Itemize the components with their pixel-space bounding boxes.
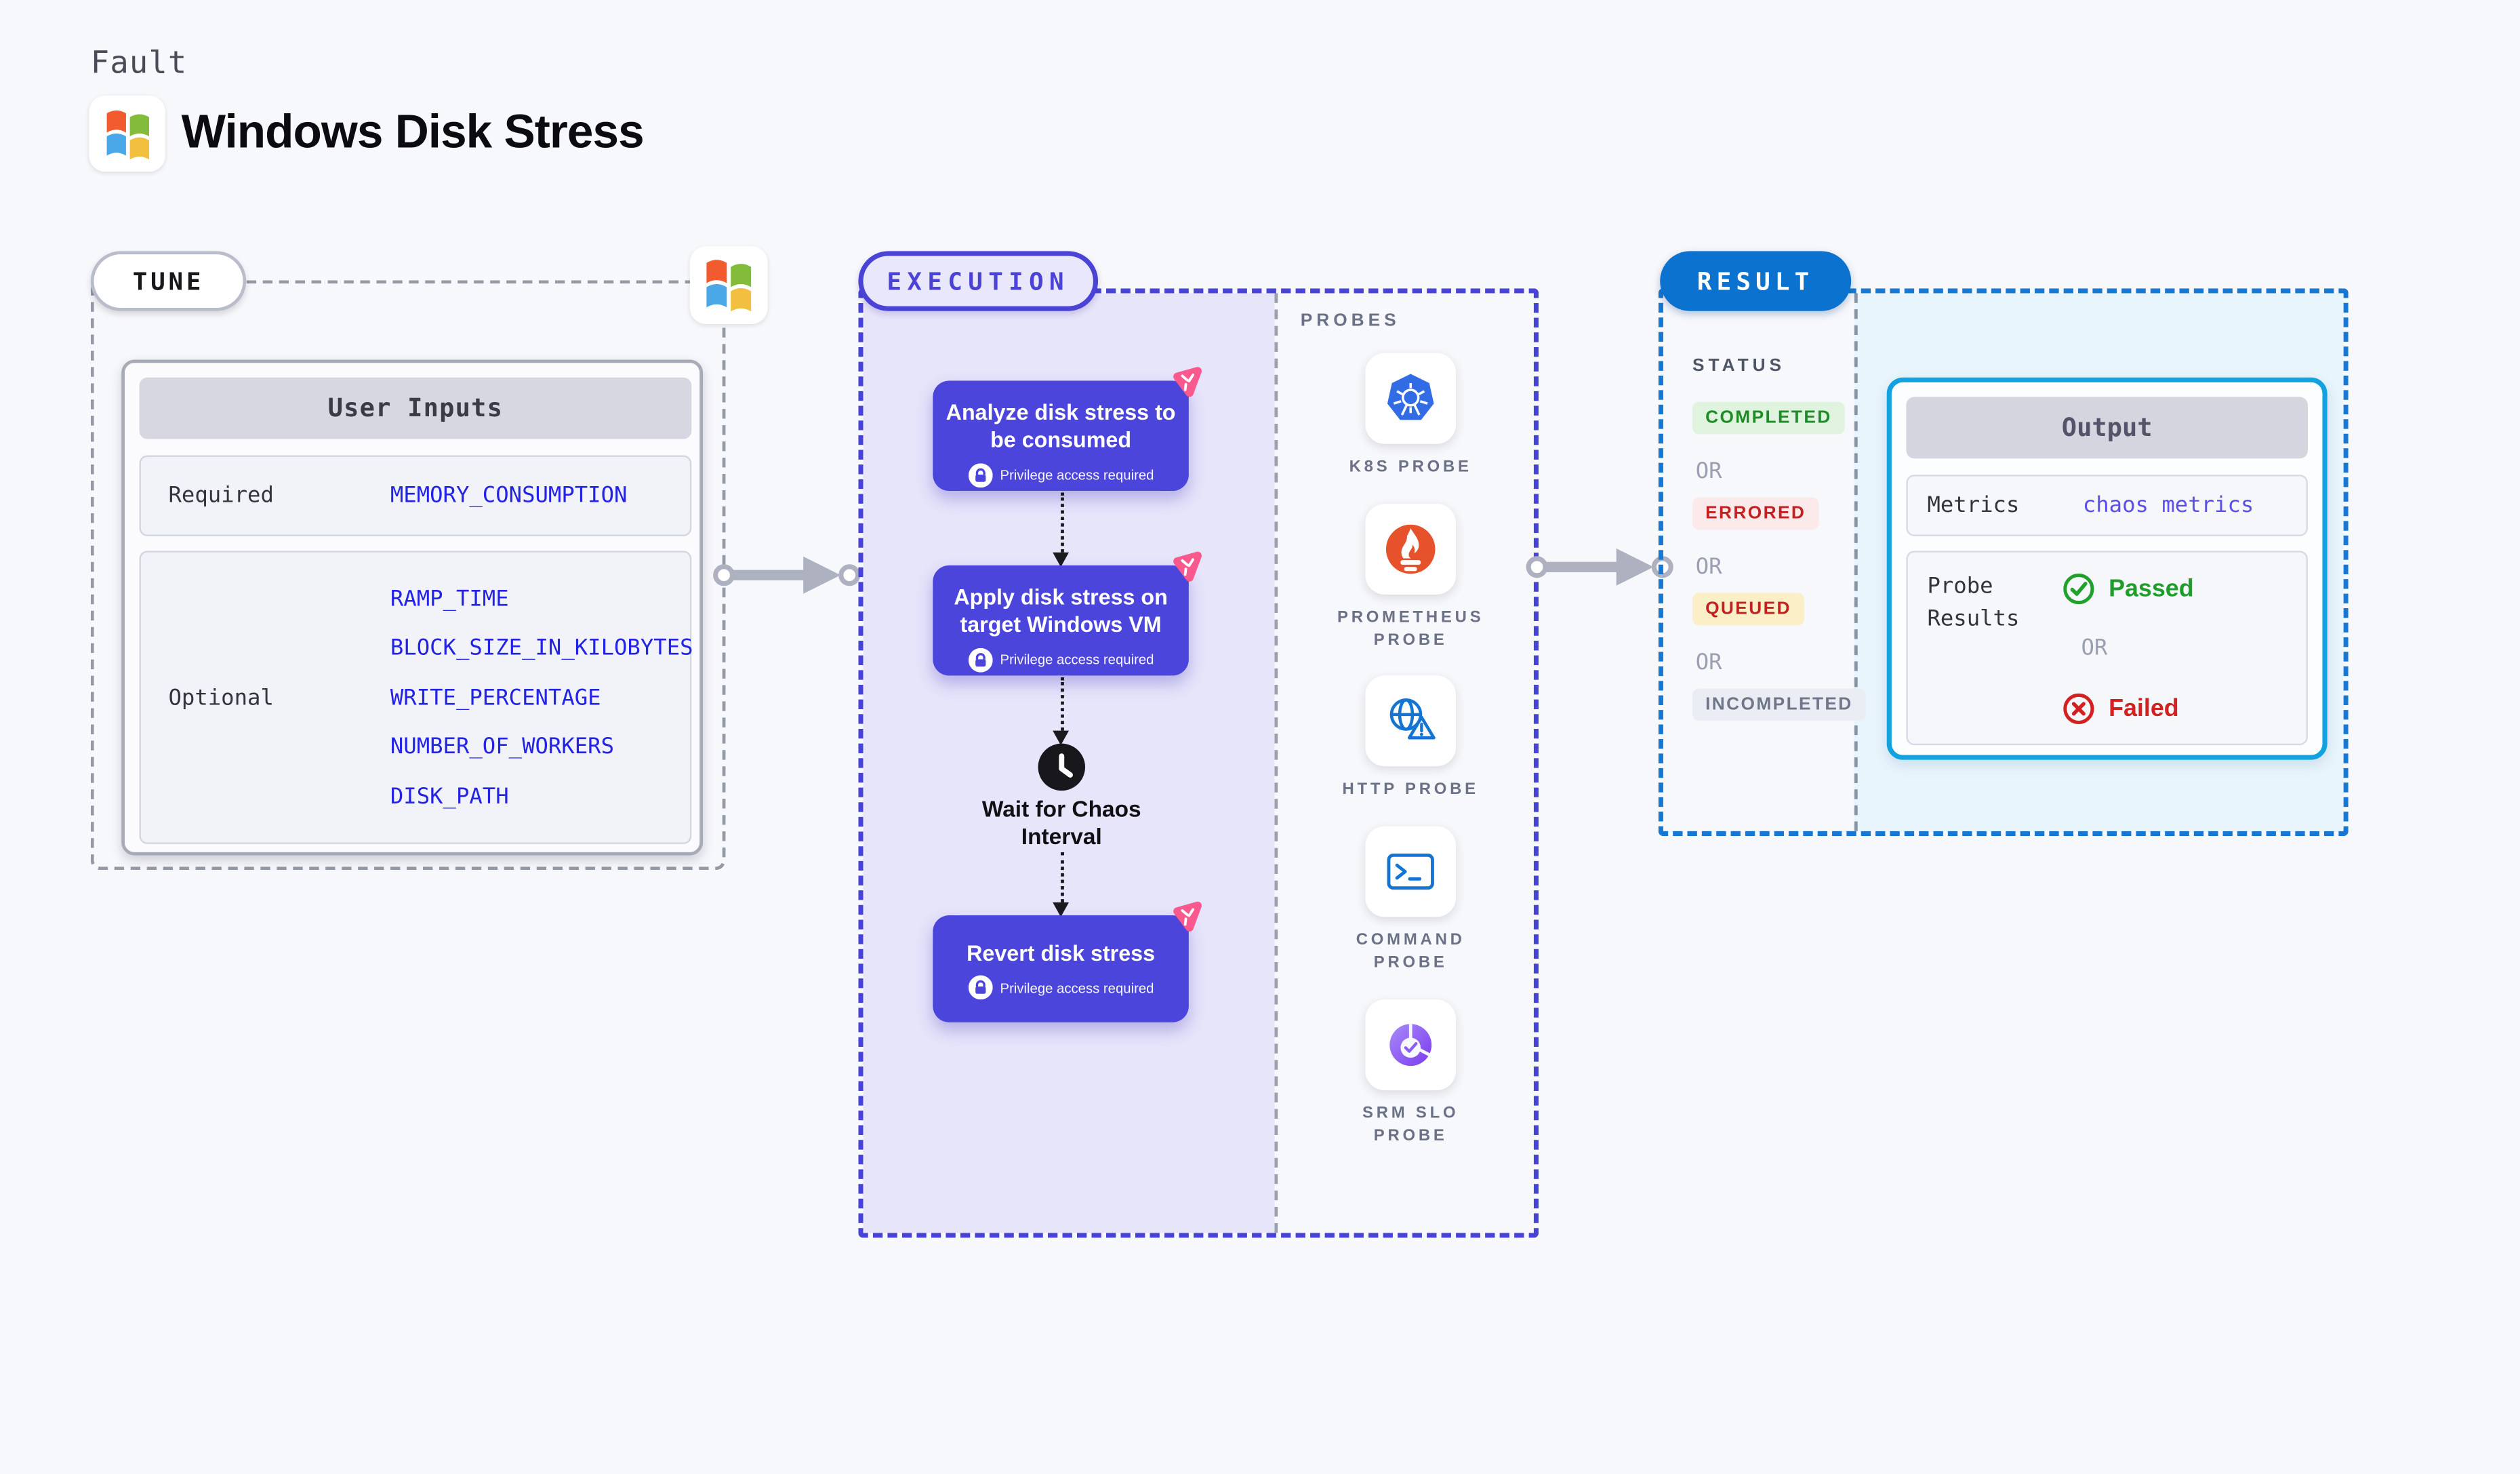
lock-icon: [968, 462, 992, 487]
execution-section: Analyze disk stress to be consumed Privi…: [858, 288, 1539, 1238]
probe-results-label: Probe Results: [1927, 573, 2020, 631]
arrowhead-down-icon: [1053, 552, 1070, 567]
probe-item-srm-slo: [1365, 999, 1457, 1091]
fault-kind-label: Fault: [90, 45, 188, 81]
probe-item-k8s: [1365, 353, 1457, 444]
passed-result: Passed: [2062, 572, 2194, 605]
step-node-analyze: Analyze disk stress to be consumed Privi…: [933, 381, 1189, 492]
http-globe-warning-icon: [1381, 692, 1440, 750]
or-label: OR: [1695, 554, 1722, 580]
probe-results-row: Probe Results Passed OR Failed: [1906, 551, 2308, 746]
windows-logo-icon: [689, 246, 768, 324]
prometheus-icon: [1381, 520, 1440, 578]
probe-item-http: [1365, 675, 1457, 767]
step-title: Revert disk stress: [967, 941, 1156, 966]
arrowhead-down-icon: [1053, 902, 1070, 917]
arrowhead-down-icon: [1053, 730, 1070, 746]
probe-label: HTTP PROBE: [1342, 780, 1479, 799]
kubernetes-icon: [1381, 370, 1440, 428]
status-badge-completed: COMPLETED: [1692, 401, 1845, 435]
passed-label: Passed: [2109, 575, 2194, 603]
status-badge-incompleted: INCOMPLETED: [1692, 688, 1866, 721]
step-title: Analyze disk stress to be consumed: [946, 400, 1176, 453]
param-write-percentage: WRITE_PERCENTAGE: [390, 684, 601, 711]
chaos-pinwheel-icon: [1168, 898, 1206, 936]
required-label: Required: [168, 483, 274, 509]
x-circle-icon: [2062, 692, 2096, 725]
required-inputs-row: Required MEMORY_CONSUMPTION: [139, 455, 692, 536]
result-section: STATUS COMPLETED OR ERRORED OR QUEUED OR…: [1658, 288, 2349, 836]
probe-item-prometheus: [1365, 504, 1457, 595]
privilege-label: Privilege access required: [1000, 466, 1154, 483]
user-inputs-header: User Inputs: [139, 377, 692, 439]
lock-icon: [968, 976, 992, 1000]
param-number-of-workers: NUMBER_OF_WORKERS: [390, 734, 615, 760]
page-title: Windows Disk Stress: [181, 106, 645, 159]
flow-connector: [1059, 677, 1063, 731]
flow-connector: [1059, 852, 1063, 902]
probe-label: K8S PROBE: [1349, 458, 1472, 477]
status-badge-queued: QUEUED: [1692, 593, 1805, 626]
windows-logo-icon: [89, 95, 165, 172]
probes-header: PROBES: [1300, 311, 1400, 331]
param-block-size-in-kilobytes: BLOCK_SIZE_IN_KILOBYTES: [390, 635, 693, 661]
privilege-label: Privilege access required: [1000, 651, 1154, 668]
output-header: Output: [1906, 397, 2308, 459]
privilege-label: Privilege access required: [1000, 980, 1154, 996]
chaos-pinwheel-icon: [1168, 548, 1206, 586]
chaos-pinwheel-icon: [1168, 363, 1206, 401]
step-node-revert: Revert disk stress Privilege access requ…: [933, 915, 1189, 1022]
metrics-label: Metrics: [1927, 492, 2020, 519]
param-ramp-time: RAMP_TIME: [390, 585, 509, 612]
result-divider: [1854, 293, 1858, 831]
or-label: OR: [2081, 635, 2108, 661]
terminal-icon: [1381, 843, 1440, 901]
status-badge-errored: ERRORED: [1692, 497, 1819, 530]
step-node-apply: Apply disk stress on target Windows VM P…: [933, 565, 1189, 676]
wait-step-label: Wait for Chaos Interval: [981, 795, 1141, 848]
check-circle-icon: [2062, 572, 2096, 605]
flow-connector: [1059, 492, 1063, 553]
srm-slo-pie-icon: [1381, 1016, 1440, 1074]
result-label-pill: RESULT: [1660, 251, 1852, 311]
param-memory-consumption: MEMORY_CONSUMPTION: [390, 483, 628, 509]
flow-arrow-icon: [1526, 544, 1675, 590]
probe-item-command: [1365, 826, 1457, 917]
privilege-badge: Privilege access required: [933, 976, 1189, 1000]
failed-result: Failed: [2062, 692, 2179, 725]
probe-label: PROMETHEUS PROBE: [1337, 609, 1484, 650]
or-label: OR: [1695, 458, 1722, 485]
clock-icon: [1036, 742, 1086, 792]
metrics-row: Metrics chaos metrics: [1906, 475, 2308, 536]
flow-arrow-icon: [712, 553, 861, 598]
optional-label: Optional: [168, 684, 274, 711]
privilege-badge: Privilege access required: [933, 648, 1189, 672]
execution-probes-divider: [1274, 293, 1278, 1233]
probe-label: COMMAND PROBE: [1356, 931, 1465, 972]
failed-label: Failed: [2109, 695, 2179, 723]
status-header: STATUS: [1692, 356, 1786, 376]
metrics-value: chaos metrics: [2082, 492, 2254, 519]
param-disk-path: DISK_PATH: [390, 783, 509, 810]
optional-inputs-row: Optional RAMP_TIME BLOCK_SIZE_IN_KILOBYT…: [139, 551, 693, 844]
lock-icon: [968, 648, 992, 672]
privilege-badge: Privilege access required: [933, 462, 1189, 487]
tune-label-pill: TUNE: [90, 251, 247, 311]
probe-label: SRM SLO PROBE: [1362, 1104, 1459, 1146]
or-label: OR: [1695, 650, 1722, 676]
step-title: Apply disk stress on target Windows VM: [954, 584, 1168, 637]
user-inputs-card: User Inputs Required MEMORY_CONSUMPTION …: [121, 359, 704, 856]
execution-label-pill: EXECUTION: [858, 251, 1099, 311]
output-card: Output Metrics chaos metrics Probe Resul…: [1886, 377, 2328, 760]
